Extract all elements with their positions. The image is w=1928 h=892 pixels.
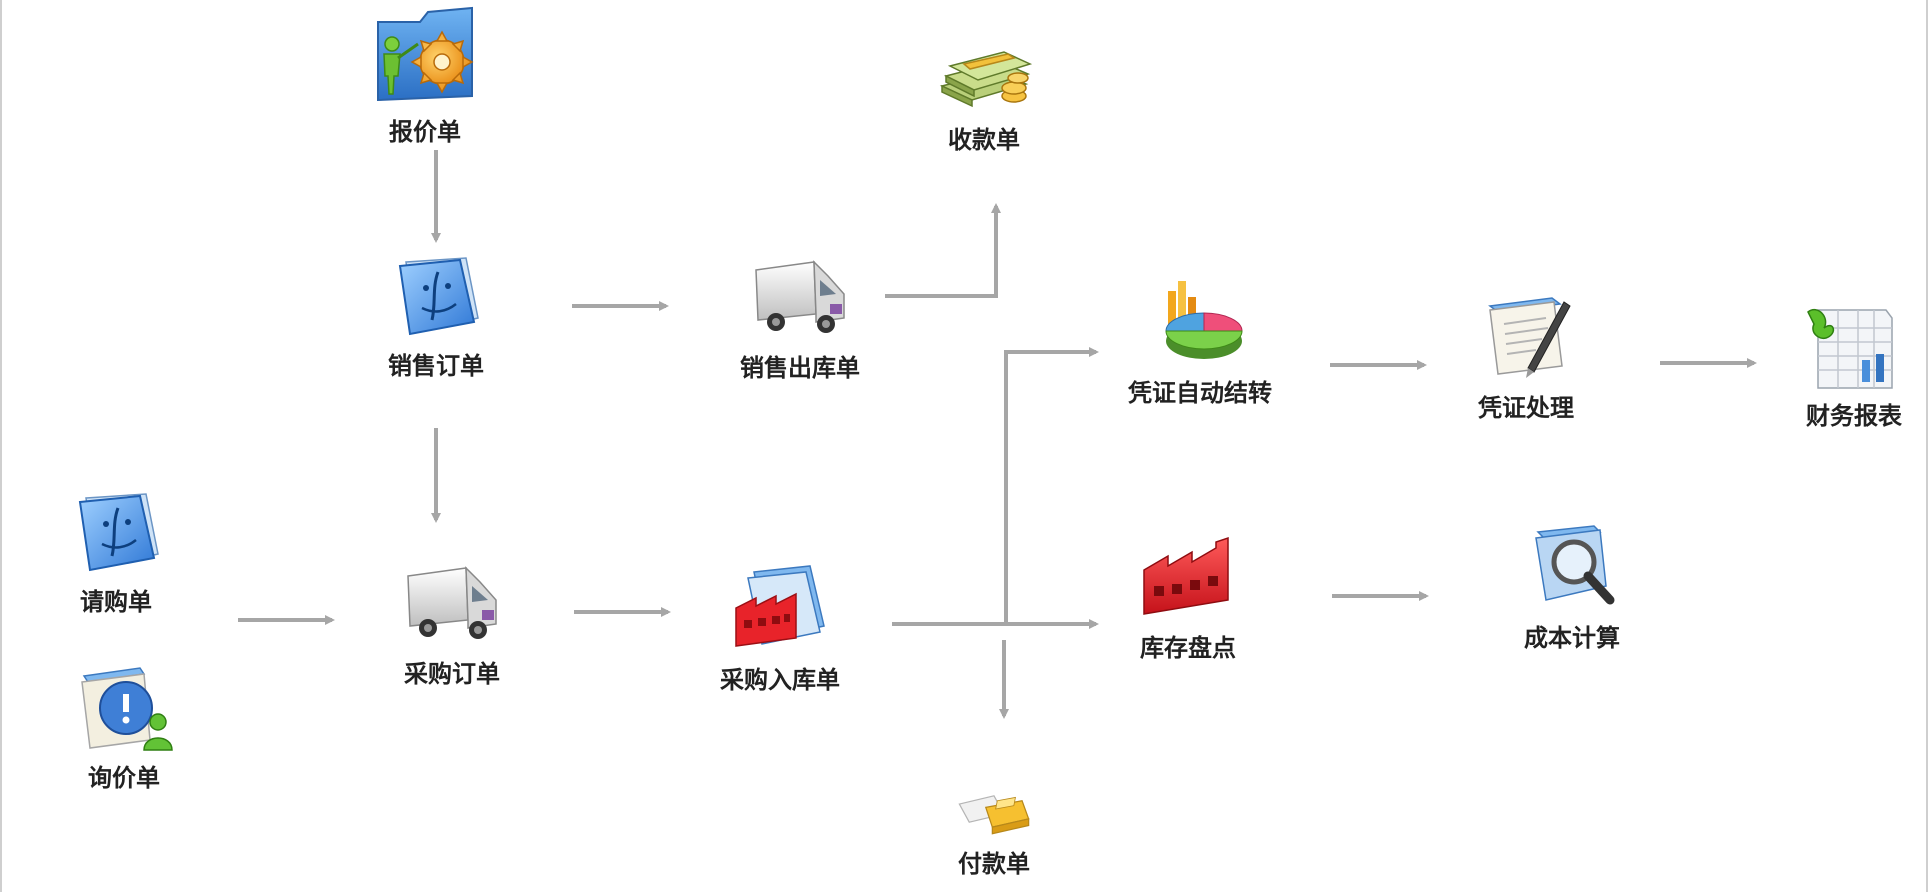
node-payment[interactable]: 付款单 [944, 776, 1044, 879]
node-label: 报价单 [389, 118, 461, 146]
presentation-gear-icon [377, 6, 474, 102]
node-label: 采购订单 [404, 660, 500, 688]
node-financial-report[interactable]: 财务报表 [1804, 298, 1904, 431]
right-border [1926, 0, 1928, 892]
node-purchase-inbound[interactable]: 采购入库单 [720, 562, 840, 695]
node-inquiry[interactable]: 询价单 [74, 660, 174, 793]
node-voucher-process[interactable]: 凭证处理 [1476, 290, 1576, 423]
delivery-van-icon [755, 260, 845, 333]
arrow-sales-outbound-to-receipt [885, 203, 1001, 298]
node-label: 付款单 [958, 850, 1030, 878]
node-receipt[interactable]: 收款单 [934, 22, 1034, 155]
node-sales-order[interactable]: 销售订单 [386, 248, 486, 381]
spreadsheet-icon [1807, 308, 1893, 389]
finder-document-icon [78, 493, 159, 572]
info-user-icon [81, 667, 173, 751]
node-label: 凭证处理 [1478, 394, 1574, 422]
open-box-icon [958, 795, 1030, 835]
node-quotation[interactable]: 报价单 [370, 0, 480, 147]
node-label: 库存盘点 [1140, 634, 1236, 662]
node-purchase-order[interactable]: 采购订单 [402, 556, 502, 689]
red-factory-document-icon [735, 565, 825, 647]
left-border [0, 0, 2, 892]
node-cost-calc[interactable]: 成本计算 [1522, 520, 1622, 653]
red-factory-icon [1143, 536, 1229, 615]
node-label: 销售出库单 [740, 354, 860, 382]
pie-chart-icon [1165, 281, 1243, 359]
node-label: 财务报表 [1806, 402, 1902, 430]
node-label: 销售订单 [388, 352, 484, 380]
node-sales-outbound[interactable]: 销售出库单 [740, 250, 860, 383]
node-label: 成本计算 [1524, 624, 1620, 652]
node-inventory-count[interactable]: 库存盘点 [1138, 530, 1238, 663]
node-purchase-request[interactable]: 请购单 [66, 484, 166, 617]
node-label: 采购入库单 [720, 666, 840, 694]
node-voucher-auto[interactable]: 凭证自动结转 [1128, 275, 1272, 408]
document-pen-icon [1488, 297, 1571, 378]
magnifier-document-icon [1535, 525, 1615, 605]
money-stack-icon [939, 51, 1033, 108]
node-label: 询价单 [88, 764, 160, 792]
node-label: 凭证自动结转 [1128, 379, 1272, 407]
node-label: 请购单 [80, 588, 152, 616]
node-label: 收款单 [948, 126, 1020, 154]
delivery-van-icon [407, 566, 497, 639]
arrow-to-voucher-auto [1004, 347, 1099, 622]
finder-document-icon [398, 257, 479, 336]
